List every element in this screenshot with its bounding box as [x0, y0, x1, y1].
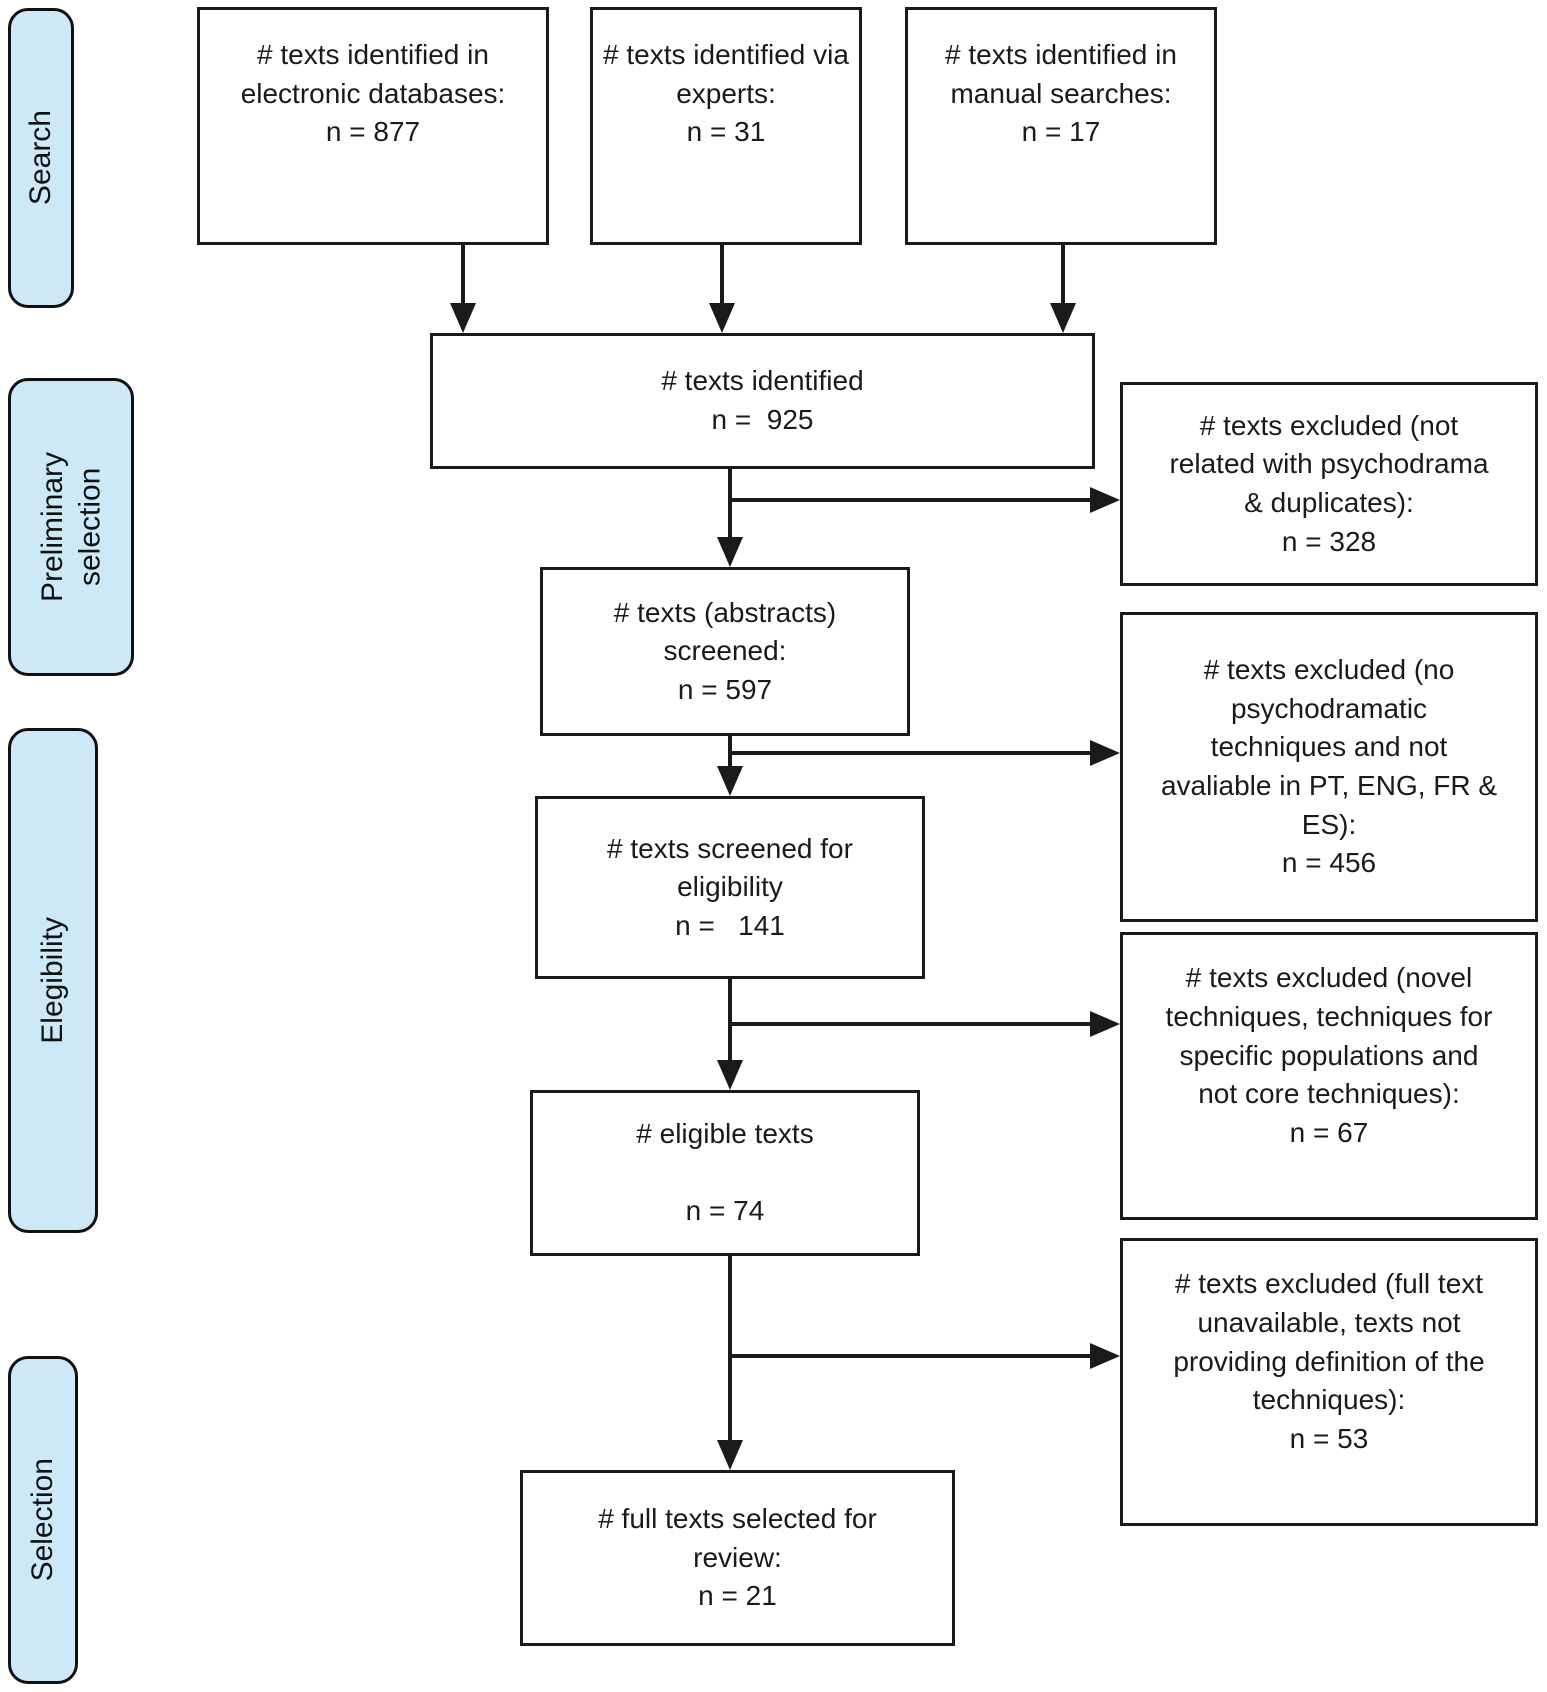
box-texts-identified: # texts identified n = 925 — [430, 333, 1095, 469]
arrow-eligibility-to-eligible-head — [717, 1060, 743, 1090]
box-experts-text: # texts identified via experts: n = 31 — [603, 39, 849, 148]
box-eligible-texts: # eligible texts n = 74 — [530, 1090, 920, 1256]
box-screened-for-eligibility-text: # texts screened for eligibility n = 141 — [607, 832, 853, 941]
branch-to-excluded-2-line — [728, 751, 1092, 755]
box-abstracts-screened-text: # texts (abstracts) screened: n = 597 — [613, 596, 837, 705]
arrow-manual-to-identified-head — [1050, 303, 1076, 333]
stage-search-label: Search — [24, 110, 58, 206]
stage-selection: Selection — [8, 1356, 78, 1684]
box-eligible-texts-text: # eligible texts n = 74 — [636, 1118, 814, 1227]
stage-search: Search — [8, 8, 74, 308]
box-excluded-not-related-text: # texts excluded (not related with psych… — [1169, 409, 1489, 557]
box-excluded-novel-techniques: # texts excluded (novel techniques, tech… — [1120, 932, 1538, 1220]
box-excluded-no-techniques: # texts excluded (no psychodramatic tech… — [1120, 612, 1538, 922]
arrow-identified-to-screened-line — [728, 469, 732, 540]
box-excluded-no-techniques-text: # texts excluded (no psychodramatic tech… — [1160, 654, 1498, 879]
arrow-experts-to-identified-head — [709, 303, 735, 333]
arrow-eligibility-to-eligible-line — [728, 979, 732, 1063]
box-excluded-full-text-unavailable-text: # texts excluded (full text unavailable,… — [1173, 1268, 1485, 1454]
box-full-texts-selected-text: # full texts selected for review: n = 21 — [598, 1503, 877, 1612]
box-electronic-databases: # texts identified in electronic databas… — [197, 7, 549, 245]
arrow-manual-to-identified-line — [1061, 245, 1065, 307]
box-excluded-full-text-unavailable: # texts excluded (full text unavailable,… — [1120, 1238, 1538, 1526]
box-manual-searches: # texts identified in manual searches: n… — [905, 7, 1217, 245]
box-abstracts-screened: # texts (abstracts) screened: n = 597 — [540, 567, 910, 736]
box-texts-identified-text: # texts identified n = 925 — [661, 365, 864, 435]
branch-to-excluded-3-head — [1090, 1011, 1120, 1037]
stage-elegibility-label: Elegibility — [36, 917, 70, 1044]
branch-to-excluded-3-line — [728, 1022, 1092, 1026]
box-screened-for-eligibility: # texts screened for eligibility n = 141 — [535, 796, 925, 979]
box-manual-searches-text: # texts identified in manual searches: n… — [945, 39, 1177, 148]
branch-to-excluded-1-line — [728, 498, 1092, 502]
arrow-eligible-to-selected-head — [717, 1440, 743, 1470]
box-full-texts-selected: # full texts selected for review: n = 21 — [520, 1470, 955, 1646]
box-excluded-not-related: # texts excluded (not related with psych… — [1120, 382, 1538, 586]
stage-preliminary-selection: Preliminary selection — [8, 378, 134, 676]
arrow-eligible-to-selected-line — [728, 1256, 732, 1443]
box-electronic-databases-text: # texts identified in electronic databas… — [240, 39, 506, 148]
arrow-identified-to-screened-head — [717, 537, 743, 567]
branch-to-excluded-4-head — [1090, 1343, 1120, 1369]
stage-elegibility: Elegibility — [8, 728, 98, 1233]
arrow-experts-to-identified-line — [720, 245, 724, 307]
arrow-electronic-to-identified-line — [461, 245, 465, 307]
stage-preliminary-selection-label: Preliminary selection — [35, 451, 107, 603]
branch-to-excluded-1-head — [1090, 487, 1120, 513]
box-excluded-novel-techniques-text: # texts excluded (novel techniques, tech… — [1165, 962, 1493, 1148]
arrow-screened-to-eligibility-head — [717, 766, 743, 796]
branch-to-excluded-2-head — [1090, 740, 1120, 766]
stage-selection-label: Selection — [26, 1458, 60, 1582]
branch-to-excluded-4-line — [728, 1354, 1092, 1358]
box-experts: # texts identified via experts: n = 31 — [590, 7, 862, 245]
arrow-electronic-to-identified-head — [450, 303, 476, 333]
